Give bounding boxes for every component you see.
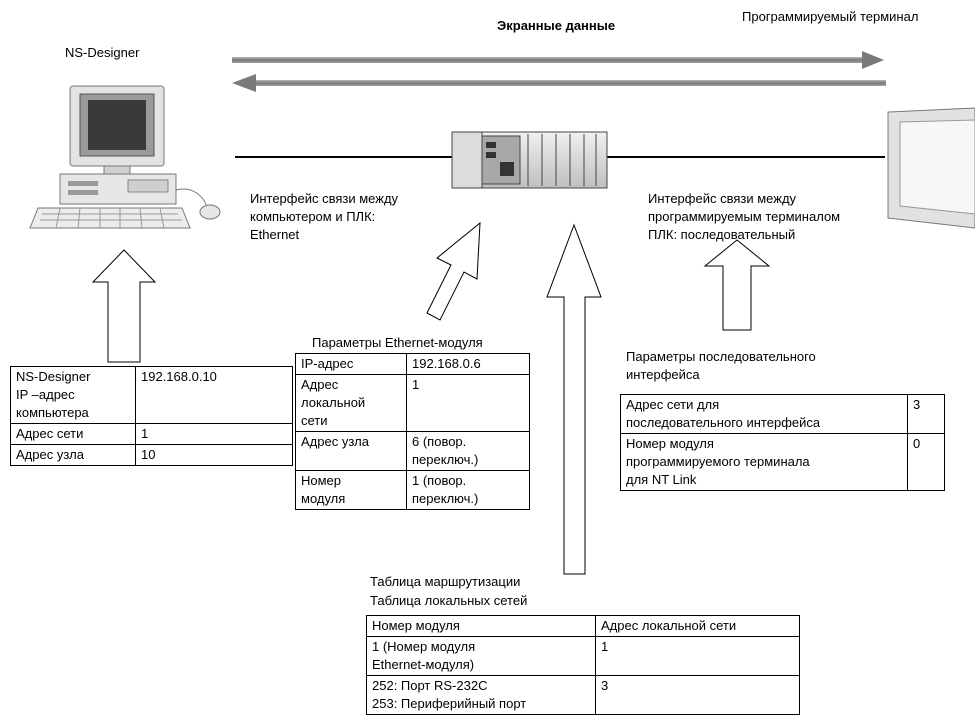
ethernet-params-title: Параметры Ethernet-модуля — [312, 335, 483, 350]
screen-data-label: Экранные данные — [497, 18, 616, 33]
table-row: Адрес локальной сети 1 — [295, 374, 530, 432]
table-cell: IP-адрес — [295, 353, 407, 375]
table-row: Адрес узла 6 (повор. переключ.) — [295, 431, 530, 471]
table-header-cell: Адрес локальной сети — [595, 615, 800, 637]
terminal-icon — [887, 107, 975, 229]
table-cell: Адрес узла — [10, 444, 136, 466]
table-row: 252: Порт RS-232C 253: Периферийный порт… — [366, 675, 800, 715]
table-cell: 192.168.0.6 — [406, 353, 530, 375]
table-cell: 10 — [135, 444, 293, 466]
table-header-row: Номер модуля Адрес локальной сети — [366, 615, 800, 637]
table-cell: 1 (повор. переключ.) — [406, 470, 530, 510]
table-row: 1 (Номер модуля Ethernet-модуля) 1 — [366, 636, 800, 676]
table-header-cell: Номер модуля — [366, 615, 596, 637]
local-networks-title: Таблица локальных сетей — [370, 593, 528, 608]
table-row: IP-адрес 192.168.0.6 — [295, 353, 530, 375]
table-cell: 1 — [135, 423, 293, 445]
table-cell: Номер модуля программируемого терминала … — [620, 433, 908, 491]
data-flow-arrow-right — [232, 51, 884, 69]
table-row: NS-Designer IP –адрес компьютера 192.168… — [10, 366, 293, 424]
serial-params-table: Адрес сети для последовательного интерфе… — [620, 394, 945, 491]
arrow-serial-to-terminal — [703, 239, 771, 331]
ethernet-params-table: IP-адрес 192.168.0.6 Адрес локальной сет… — [295, 353, 530, 510]
table-cell: NS-Designer IP –адрес компьютера — [10, 366, 136, 424]
table-cell: 1 — [595, 636, 800, 676]
table-cell: 0 — [907, 433, 945, 491]
routing-table: Номер модуля Адрес локальной сети 1 (Ном… — [366, 615, 800, 715]
table-cell: 3 — [907, 394, 945, 434]
table-cell: 6 (повор. переключ.) — [406, 431, 530, 471]
table-cell: 252: Порт RS-232C 253: Периферийный порт — [366, 675, 596, 715]
table-cell: 1 (Номер модуля Ethernet-модуля) — [366, 636, 596, 676]
table-row: Номер модуля 1 (повор. переключ.) — [295, 470, 530, 510]
arrow-routing-to-plc — [546, 223, 602, 575]
table-cell: 1 — [406, 374, 530, 432]
table-row: Номер модуля программируемого терминала … — [620, 433, 945, 491]
table-cell: Адрес сети для последовательного интерфе… — [620, 394, 908, 434]
table-cell: Адрес локальной сети — [295, 374, 407, 432]
designer-label: NS-Designer — [65, 45, 140, 60]
designer-settings-table: NS-Designer IP –адрес компьютера 192.168… — [10, 366, 293, 466]
computer-icon — [29, 85, 221, 229]
arrow-designer-to-pc — [91, 249, 157, 363]
routing-title: Таблица маршрутизации — [370, 574, 521, 589]
table-cell: 3 — [595, 675, 800, 715]
arrow-ethernet-to-plc — [426, 221, 481, 321]
data-flow-arrow-left — [232, 74, 886, 92]
plc-icon — [451, 131, 608, 189]
table-row: Адрес узла 10 — [10, 444, 293, 466]
terminal-label: Программируемый терминал — [742, 9, 919, 24]
table-cell: Адрес сети — [10, 423, 136, 445]
pc-plc-interface-label: Интерфейс связи между компьютером и ПЛК:… — [250, 191, 399, 242]
table-cell: Адрес узла — [295, 431, 407, 471]
table-row: Адрес сети для последовательного интерфе… — [620, 394, 945, 434]
serial-params-title: Параметры последовательного интерфейса — [626, 349, 816, 382]
table-row: Адрес сети 1 — [10, 423, 293, 445]
table-cell: Номер модуля — [295, 470, 407, 510]
table-cell: 192.168.0.10 — [135, 366, 293, 424]
pt-plc-interface-label: Интерфейс связи между программируемым те… — [648, 191, 841, 242]
